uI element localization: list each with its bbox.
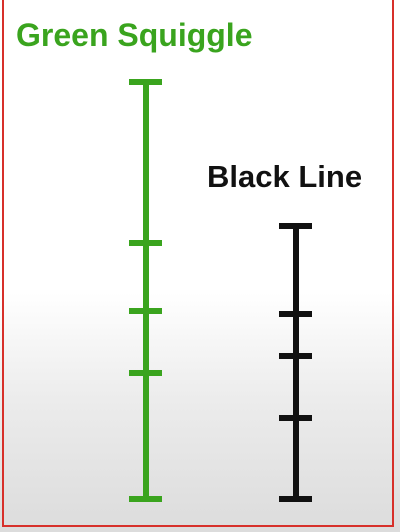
green-squiggle-label: Green Squiggle (16, 17, 253, 53)
green-squiggle (129, 79, 162, 502)
diagram-frame (2, 0, 394, 527)
black-line-label: Black Line (207, 159, 363, 194)
black-line (279, 223, 312, 502)
